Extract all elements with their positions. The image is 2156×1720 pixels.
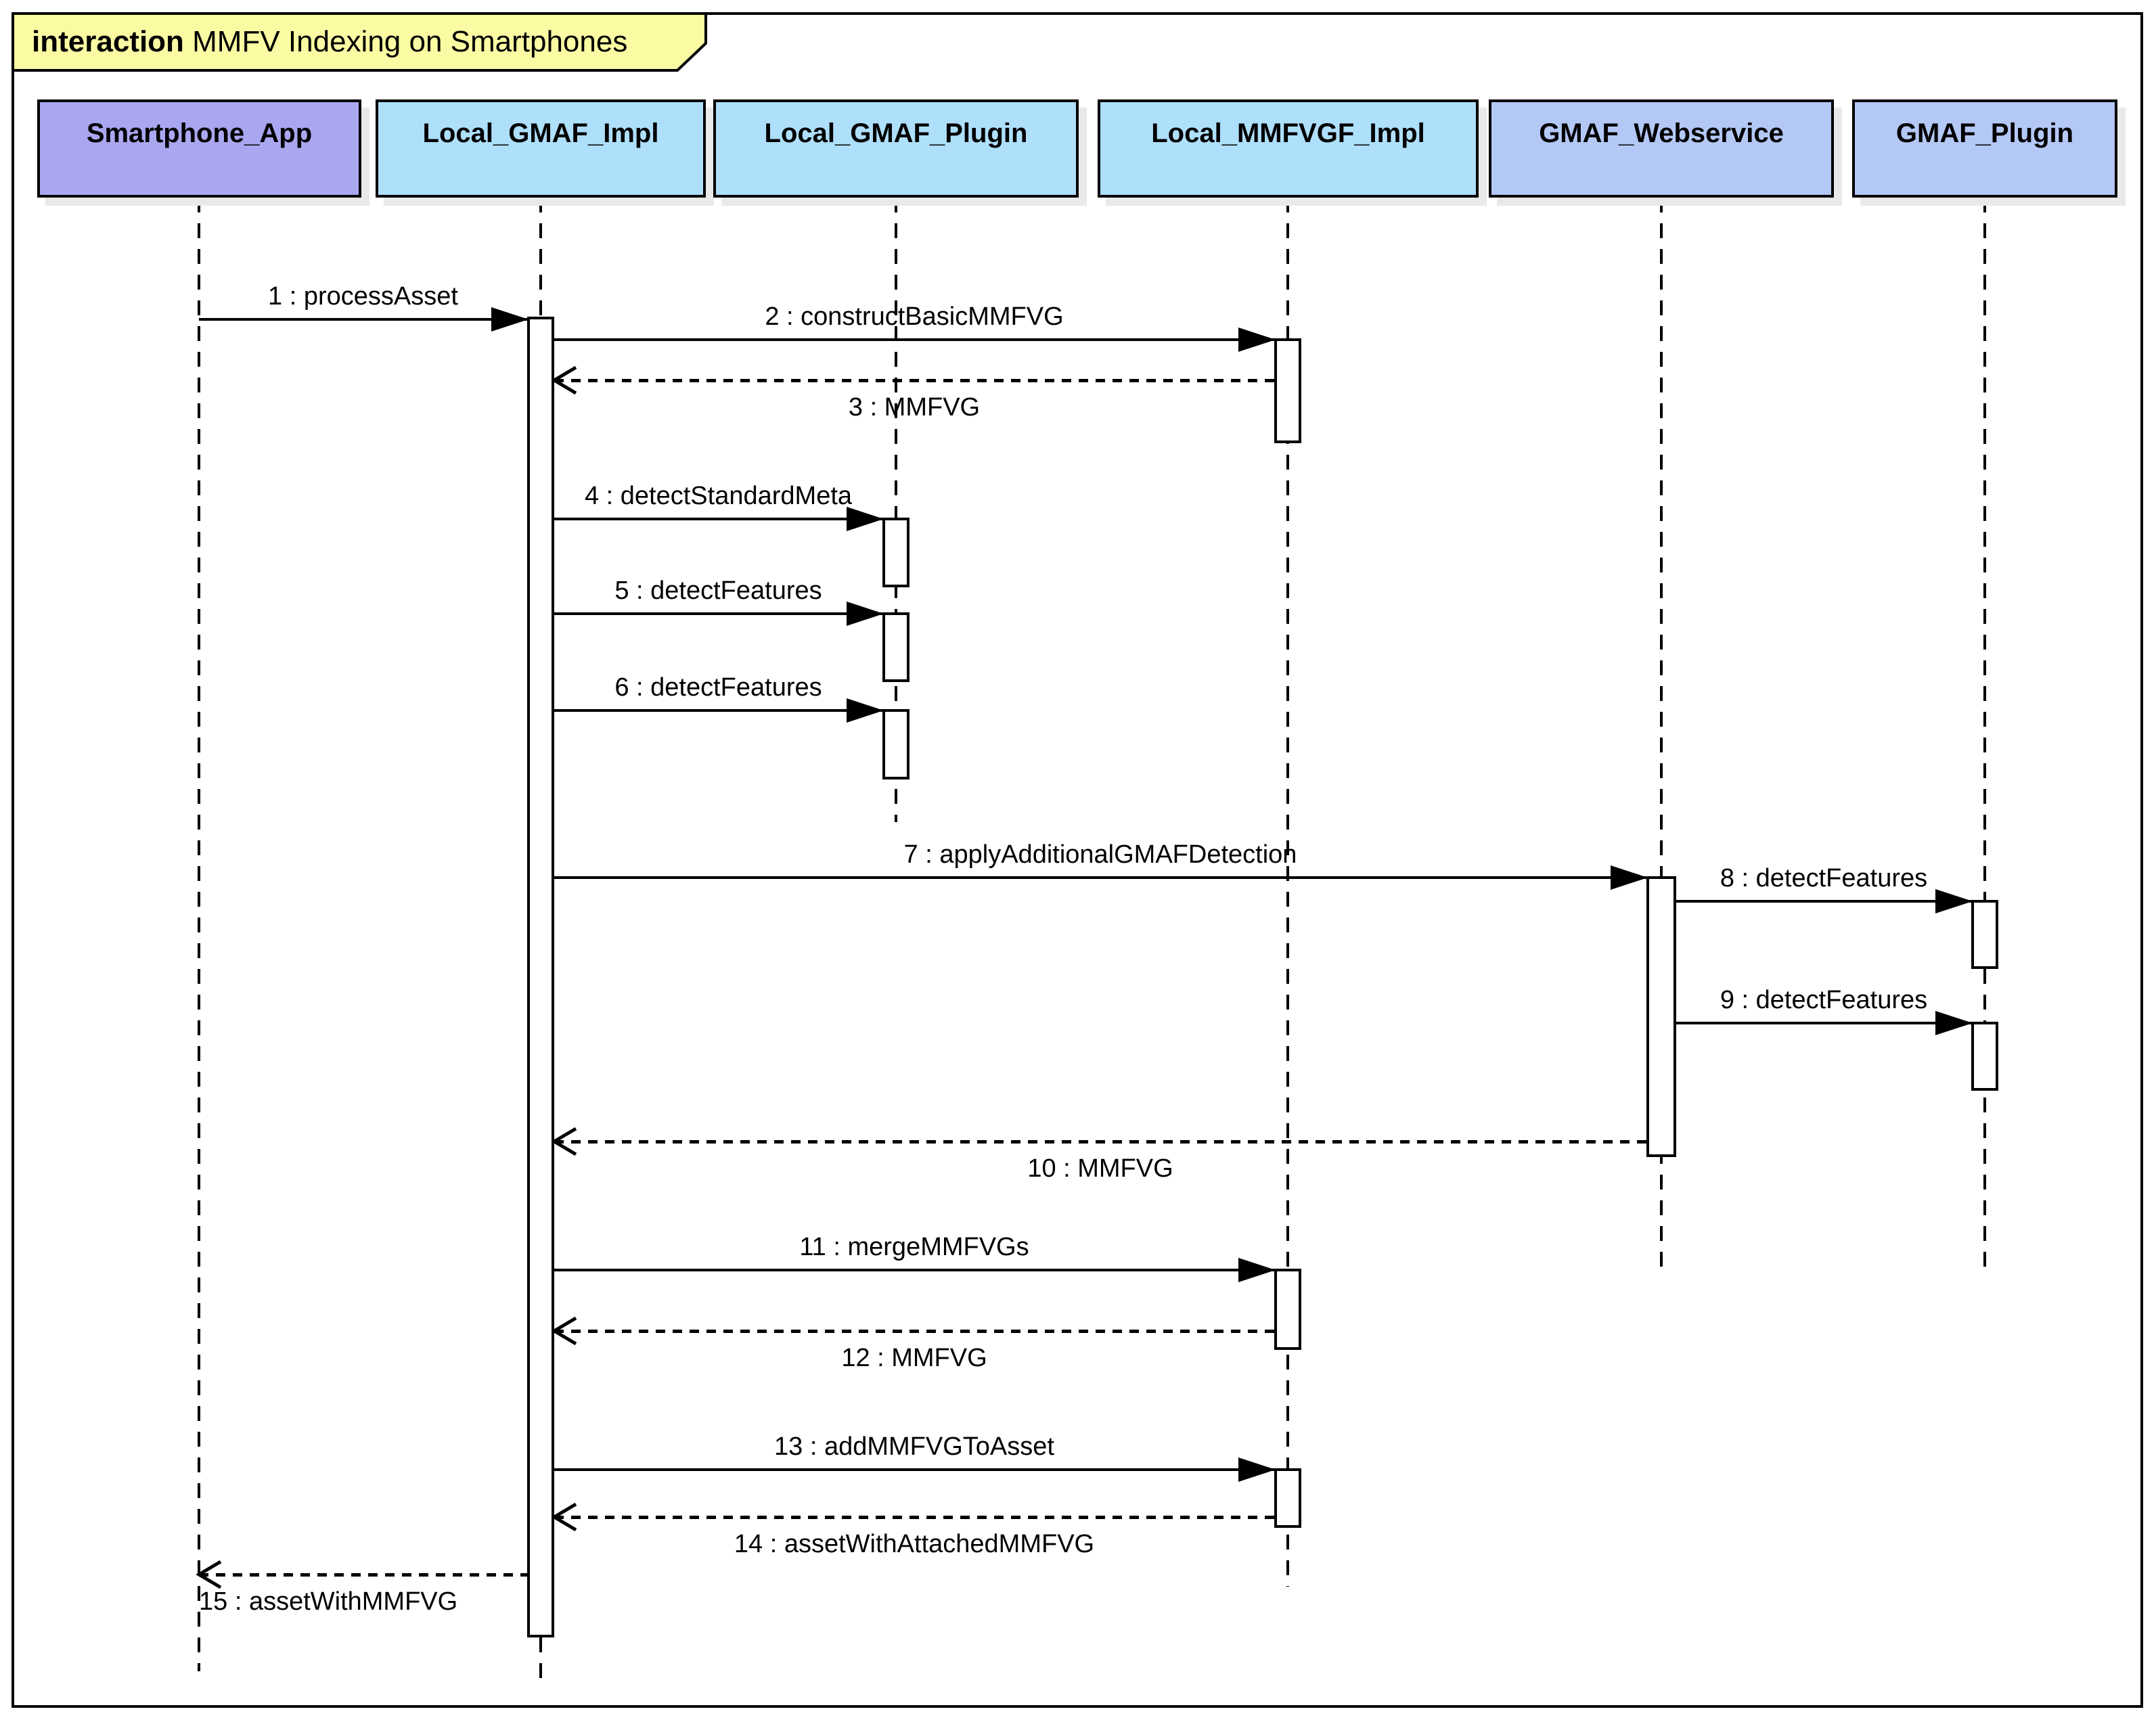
lifeline-local-mmfvgf-impl xyxy=(1286,198,1289,1587)
sync-arrowhead-icon xyxy=(1935,1011,1973,1035)
message-2-label: 2 : constructBasicMMFVG xyxy=(765,302,1064,331)
activation-local-gmaf-plugin-3 xyxy=(882,709,909,779)
activation-gmaf-webservice xyxy=(1646,876,1676,1157)
lifeline-name: GMAF_Webservice xyxy=(1539,118,1784,148)
activation-local-gmaf-plugin-2 xyxy=(882,612,909,682)
message-9-label: 9 : detectFeatures xyxy=(1720,986,1928,1014)
return-arrowhead-icon xyxy=(552,1316,577,1346)
lifeline-head-smartphone-app: Smartphone_App xyxy=(37,99,361,198)
lifeline-head-local-gmaf-impl: Local_GMAF_Impl xyxy=(376,99,706,198)
lifeline-name: Local_MMFVGF_Impl xyxy=(1151,118,1425,148)
diagram-title: interaction MMFV Indexing on Smartphones xyxy=(32,24,627,60)
message-13-line xyxy=(554,1468,1274,1471)
title-pentagon-shape xyxy=(12,12,707,72)
title-keyword: interaction xyxy=(32,25,184,58)
message-14-label: 14 : assetWithAttachedMMFVG xyxy=(734,1530,1095,1558)
lifeline-head-local-gmaf-plugin: Local_GMAF_Plugin xyxy=(713,99,1079,198)
diagram-frame xyxy=(12,12,2143,1708)
message-11-line xyxy=(554,1269,1274,1271)
return-arrowhead-icon xyxy=(552,1127,577,1156)
lifeline-gmaf-plugin xyxy=(1983,198,1986,1269)
message-10-line xyxy=(554,1140,1646,1144)
return-arrowhead-icon xyxy=(196,1560,222,1589)
sync-arrowhead-icon xyxy=(1238,327,1276,352)
message-2-line xyxy=(554,338,1274,341)
sync-arrowhead-icon xyxy=(1611,865,1648,890)
message-12-label: 12 : MMFVG xyxy=(841,1344,987,1372)
diagram-title-tag: interaction MMFV Indexing on Smartphones xyxy=(12,12,709,72)
activation-gmaf-plugin-2 xyxy=(1971,1022,1998,1091)
activation-local-mmfvgf-impl-3 xyxy=(1274,1468,1301,1528)
message-3-label: 3 : MMFVG xyxy=(848,393,981,422)
message-13-label: 13 : addMMFVGToAsset xyxy=(774,1432,1054,1461)
sync-arrowhead-icon xyxy=(1935,889,1973,913)
message-1-label: 1 : processAsset xyxy=(268,282,458,311)
lifeline-head-gmaf-webservice: GMAF_Webservice xyxy=(1489,99,1834,198)
message-7-line xyxy=(554,876,1646,879)
message-8-line xyxy=(1676,900,1971,903)
lifeline-name: Local_GMAF_Plugin xyxy=(764,118,1028,148)
lifeline-name: GMAF_Plugin xyxy=(1895,118,2074,148)
sync-arrowhead-icon xyxy=(1238,1258,1276,1282)
lifeline-smartphone-app xyxy=(198,198,200,1671)
lifeline-local-gmaf-plugin xyxy=(895,198,897,822)
activation-gmaf-plugin-1 xyxy=(1971,900,1998,969)
message-7-label: 7 : applyAdditionalGMAFDetection xyxy=(903,840,1297,869)
sync-arrowhead-icon xyxy=(847,602,884,626)
lifeline-name: Smartphone_App xyxy=(86,118,313,148)
message-3-line xyxy=(554,379,1274,382)
message-5-label: 5 : detectFeatures xyxy=(614,576,822,605)
message-5-line xyxy=(554,612,882,615)
lifeline-head-gmaf-plugin: GMAF_Plugin xyxy=(1852,99,2117,198)
message-4-line xyxy=(554,518,882,520)
message-6-label: 6 : detectFeatures xyxy=(614,673,822,702)
message-11-label: 11 : mergeMMFVGs xyxy=(799,1233,1029,1261)
sync-arrowhead-icon xyxy=(847,698,884,723)
message-15-label: 15 : assetWithMMFVG xyxy=(199,1587,458,1616)
activation-local-mmfvgf-impl-1 xyxy=(1274,338,1301,443)
message-6-line xyxy=(554,709,882,712)
activation-local-mmfvgf-impl-2 xyxy=(1274,1269,1301,1350)
activation-local-gmaf-impl xyxy=(527,317,554,1637)
lifeline-head-local-mmfvgf-impl: Local_MMFVGF_Impl xyxy=(1098,99,1479,198)
return-arrowhead-icon xyxy=(552,1502,577,1532)
message-14-line xyxy=(554,1516,1274,1519)
lifeline-name: Local_GMAF_Impl xyxy=(422,118,659,148)
message-10-label: 10 : MMFVG xyxy=(1027,1154,1173,1183)
message-4-label: 4 : detectStandardMeta xyxy=(584,482,853,510)
message-1-line xyxy=(199,318,527,321)
title-label: MMFV Indexing on Smartphones xyxy=(183,25,628,58)
lifeline-gmaf-webservice xyxy=(1660,198,1663,1269)
return-arrowhead-icon xyxy=(552,365,577,395)
message-15-line xyxy=(199,1573,527,1577)
sync-arrowhead-icon xyxy=(1238,1457,1276,1482)
sync-arrowhead-icon xyxy=(491,307,529,332)
message-12-line xyxy=(554,1330,1274,1333)
sync-arrowhead-icon xyxy=(847,507,884,531)
message-9-line xyxy=(1676,1022,1971,1024)
activation-local-gmaf-plugin-1 xyxy=(882,518,909,587)
message-8-label: 8 : detectFeatures xyxy=(1720,864,1928,892)
